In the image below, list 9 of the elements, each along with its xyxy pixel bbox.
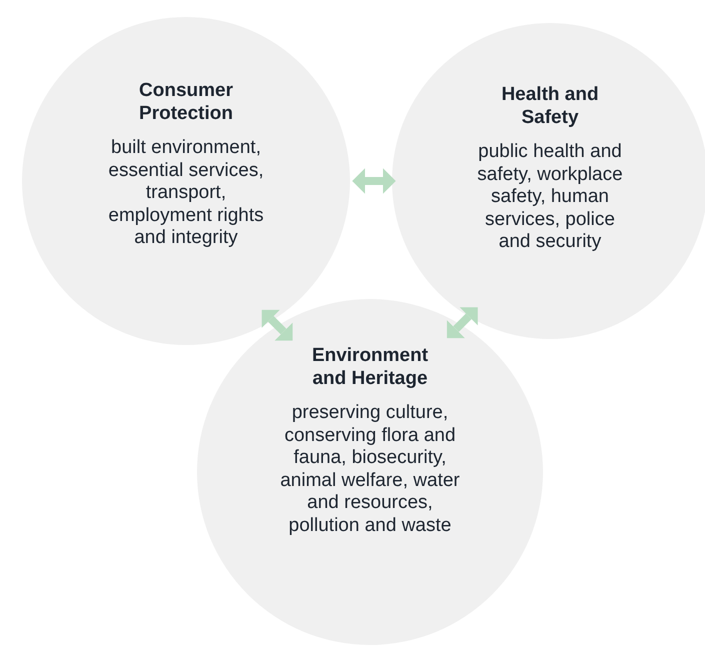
circle-heading: Environment and Heritage	[310, 344, 430, 390]
double-arrow	[262, 310, 293, 341]
double-arrow	[446, 307, 478, 338]
circle-description: built environment, essential services, transport, employment rights and integrity	[107, 137, 265, 250]
circle-description: preserving culture, conserving flora and fauna, biosecurity, animal welfare, water and resources, pollution and waste	[280, 402, 460, 537]
double-arrow	[352, 168, 396, 194]
circle-description: public health and safety, workplace safety, human services, police and security	[476, 141, 624, 254]
circle-heading: Consumer Protection	[138, 79, 234, 125]
circle-heading: Health and Safety	[500, 83, 600, 129]
